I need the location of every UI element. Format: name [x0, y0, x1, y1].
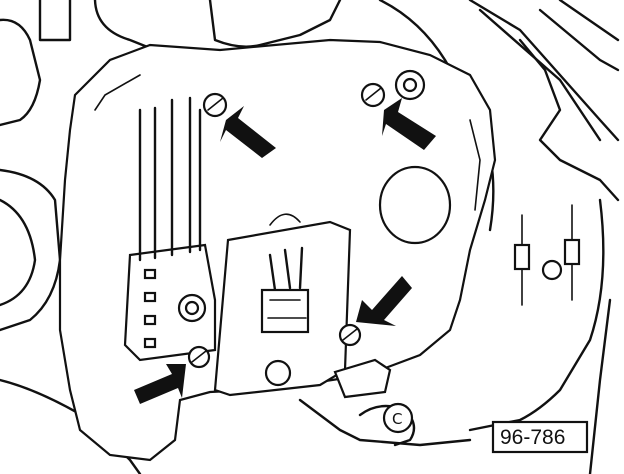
diode-component [513, 243, 531, 271]
figure-id-label: 96-786 [500, 426, 565, 449]
clip-marker: C [382, 402, 414, 434]
mounting-screw [187, 345, 211, 369]
pointer-arrow [220, 106, 276, 158]
diode-components [513, 204, 581, 306]
mounting-screw [338, 323, 362, 347]
mounting-screw [202, 92, 228, 118]
pointer-arrow [134, 364, 186, 404]
connector-bracket [213, 213, 392, 399]
pointer-arrow [356, 276, 412, 326]
connector-plug [260, 288, 310, 334]
pointer-arrows [134, 98, 436, 404]
diode-component [563, 238, 581, 266]
pointer-arrow [382, 98, 436, 150]
figure-id-box: 96-786 [491, 420, 589, 454]
mounting-screws [187, 69, 426, 369]
round-port [378, 165, 452, 245]
clip-letter: C [392, 410, 402, 428]
mounting-screw [360, 69, 426, 108]
terminal-block [123, 96, 217, 362]
